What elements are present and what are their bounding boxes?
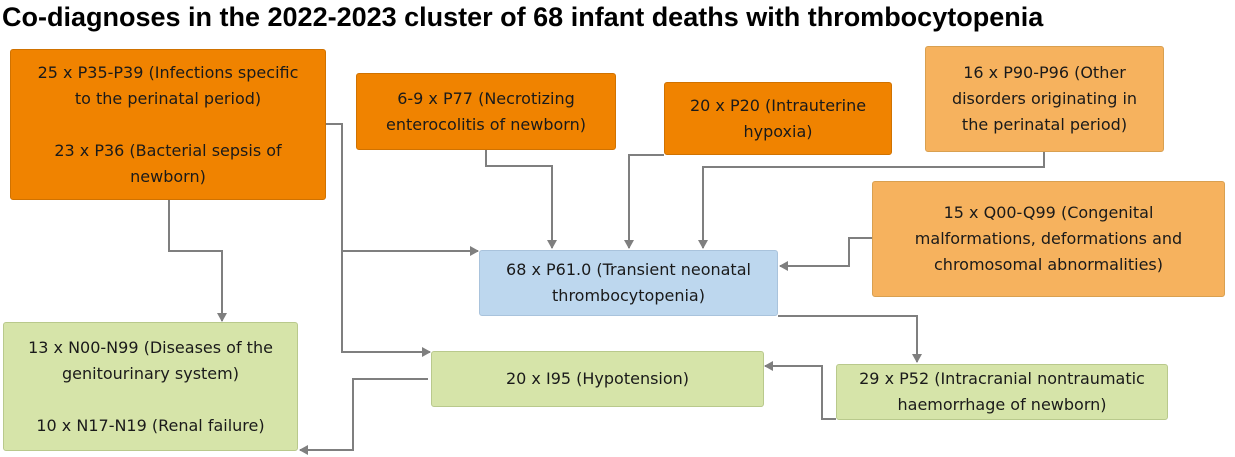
node-text: to the perinatal period) — [74, 88, 262, 108]
node-q00-q99-congenital-malformations: 15 x Q00-Q99 (Congenital malformations, … — [872, 181, 1225, 297]
node-text: disorders originating in — [951, 89, 1138, 108]
node-text: haemorrhage of newborn) — [897, 395, 1107, 414]
node-text: 29 x P52 (Intracranial nontraumatic — [859, 369, 1145, 388]
connector-q00-to-p61 — [779, 237, 872, 271]
connector-p90-to-p61 — [698, 152, 1045, 249]
node-text: 23 x P36 (Bacterial sepsis of — [54, 140, 282, 160]
connector-i95-to-n00 — [299, 378, 428, 455]
node-p90-p96-other-disorders: 16 x P90-P96 (Other disorders originatin… — [925, 46, 1164, 152]
node-text: 13 x N00-N99 (Diseases of the — [28, 337, 273, 357]
node-text: thrombocytopenia) — [552, 286, 705, 305]
node-text: 20 x I95 (Hypotension) — [505, 369, 690, 388]
node-text: genitourinary system) — [62, 363, 239, 383]
node-text: chromosomal abnormalities) — [934, 255, 1163, 274]
connector-p20-to-p61 — [624, 154, 664, 249]
node-text: the perinatal period) — [961, 115, 1128, 134]
node-text: malformations, deformations and — [914, 229, 1183, 248]
connector-p61-to-p52 — [778, 315, 922, 363]
node-p20-intrauterine-hypoxia: 20 x P20 (Intrauterine hypoxia) — [664, 82, 892, 155]
node-n00-n99-genitourinary: 13 x N00-N99 (Diseases of the genitourin… — [3, 322, 298, 451]
connector-p35-to-i95 — [341, 251, 431, 357]
node-text: 25 x P35-P39 (Infections specific — [37, 62, 299, 82]
node-p35-p39-infections: 25 x P35-P39 (Infections specific to the… — [10, 49, 326, 200]
node-i95-hypotension: 20 x I95 (Hypotension) — [431, 351, 764, 407]
node-text: 16 x P90-P96 (Other — [963, 63, 1126, 82]
page-title: Co-diagnoses in the 2022-2023 cluster of… — [2, 2, 1044, 32]
connector-p77-to-p61 — [485, 150, 557, 249]
node-text: newborn) — [130, 166, 206, 186]
connector-p35-to-n00 — [168, 200, 227, 322]
node-text: 15 x Q00-Q99 (Congenital — [943, 203, 1154, 222]
node-text: enterocolitis of newborn) — [386, 114, 586, 134]
connector-p35-to-p61 — [326, 123, 479, 256]
node-p61-transient-neonatal-thrombocytopenia: 68 x P61.0 (Transient neonatal thrombocy… — [479, 250, 778, 316]
node-text: 6-9 x P77 (Necrotizing — [397, 88, 575, 108]
connector-p52-to-i95 — [764, 361, 836, 420]
node-p52-intracranial-haemorrhage: 29 x P52 (Intracranial nontraumatic haem… — [836, 364, 1168, 420]
node-text: 10 x N17-N19 (Renal failure) — [36, 415, 265, 435]
node-text: hypoxia) — [743, 121, 813, 141]
node-text: 68 x P61.0 (Transient neonatal — [506, 260, 751, 279]
node-p77-necrotizing-enterocolitis: 6-9 x P77 (Necrotizing enterocolitis of … — [356, 73, 616, 150]
node-text: 20 x P20 (Intrauterine — [689, 95, 867, 115]
